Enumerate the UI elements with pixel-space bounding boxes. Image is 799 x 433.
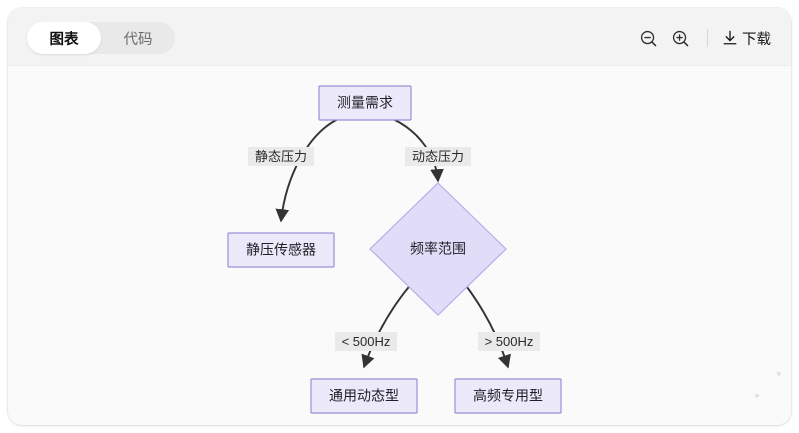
edge-label-bg-2 (405, 147, 471, 166)
node-general-dynamic-type[interactable]: 通用动态型 (310, 378, 418, 414)
node-rect (318, 85, 412, 121)
node-label-n1: 测量需求 (337, 95, 393, 111)
node-measurement-requirement[interactable]: 测量需求 (318, 85, 412, 121)
edge-label-bg-4 (478, 332, 540, 351)
zoom-in-icon (672, 30, 688, 46)
edge-n1-n3 (392, 118, 444, 183)
node-frequency-range[interactable]: 频率范围 (369, 182, 507, 316)
edge-label-group: 静态压力 动态压力 < 500Hz > 500Hz (248, 147, 540, 351)
tab-chart[interactable]: 图表 (27, 22, 101, 54)
zoom-out-icon (640, 30, 656, 46)
view-tab-group: 图表 代码 (27, 22, 175, 54)
diagram-card: 图表 代码 (8, 8, 791, 425)
card-header: 图表 代码 (8, 8, 791, 66)
edge-n1-n2 (275, 118, 339, 223)
edge-group (275, 118, 511, 369)
node-high-frequency-type[interactable]: 高频专用型 (454, 378, 562, 414)
toolbar-divider (707, 29, 708, 47)
node-group: 测量需求 静压传感器 频率范围 通用动态型 (227, 85, 562, 414)
tab-chart-label: 图表 (49, 31, 79, 48)
edge-label-above-500hz: > 500Hz (485, 334, 534, 349)
scroll-hint-vertical[interactable]: ▾ (776, 369, 781, 379)
node-diamond (369, 182, 507, 316)
node-static-pressure-sensor[interactable]: 静压传感器 (227, 232, 335, 268)
node-rect (227, 232, 335, 268)
tab-code-label: 代码 (123, 31, 153, 48)
download-button[interactable]: 下载 (719, 25, 773, 52)
zoom-in-button[interactable] (664, 22, 696, 54)
download-label: 下载 (742, 31, 771, 48)
diagram-canvas[interactable]: 静态压力 动态压力 < 500Hz > 500Hz 测量需求 (8, 66, 791, 425)
node-label-n2: 静压传感器 (246, 242, 316, 258)
edge-label-below-500hz: < 500Hz (342, 334, 391, 349)
header-toolbar: 下载 (632, 22, 773, 54)
node-rect (454, 378, 562, 414)
tab-code[interactable]: 代码 (101, 22, 175, 54)
edge-label-bg-3 (335, 332, 397, 351)
flowchart-svg: 静态压力 动态压力 < 500Hz > 500Hz 测量需求 (227, 85, 562, 414)
edge-label-static-pressure: 静态压力 (255, 149, 307, 164)
edge-n3-n5 (463, 282, 511, 369)
node-label-n4: 通用动态型 (329, 388, 399, 404)
edge-label-bg-1 (248, 147, 314, 166)
edge-label-dynamic-pressure: 动态压力 (412, 149, 464, 164)
download-icon (723, 30, 737, 45)
node-label-n5: 高频专用型 (473, 388, 543, 404)
node-rect (310, 378, 418, 414)
edge-n3-n4 (361, 282, 413, 369)
node-label-n3: 频率范围 (410, 241, 466, 257)
scroll-hint-horizontal[interactable]: ▸ (755, 390, 760, 400)
zoom-out-button[interactable] (632, 22, 664, 54)
